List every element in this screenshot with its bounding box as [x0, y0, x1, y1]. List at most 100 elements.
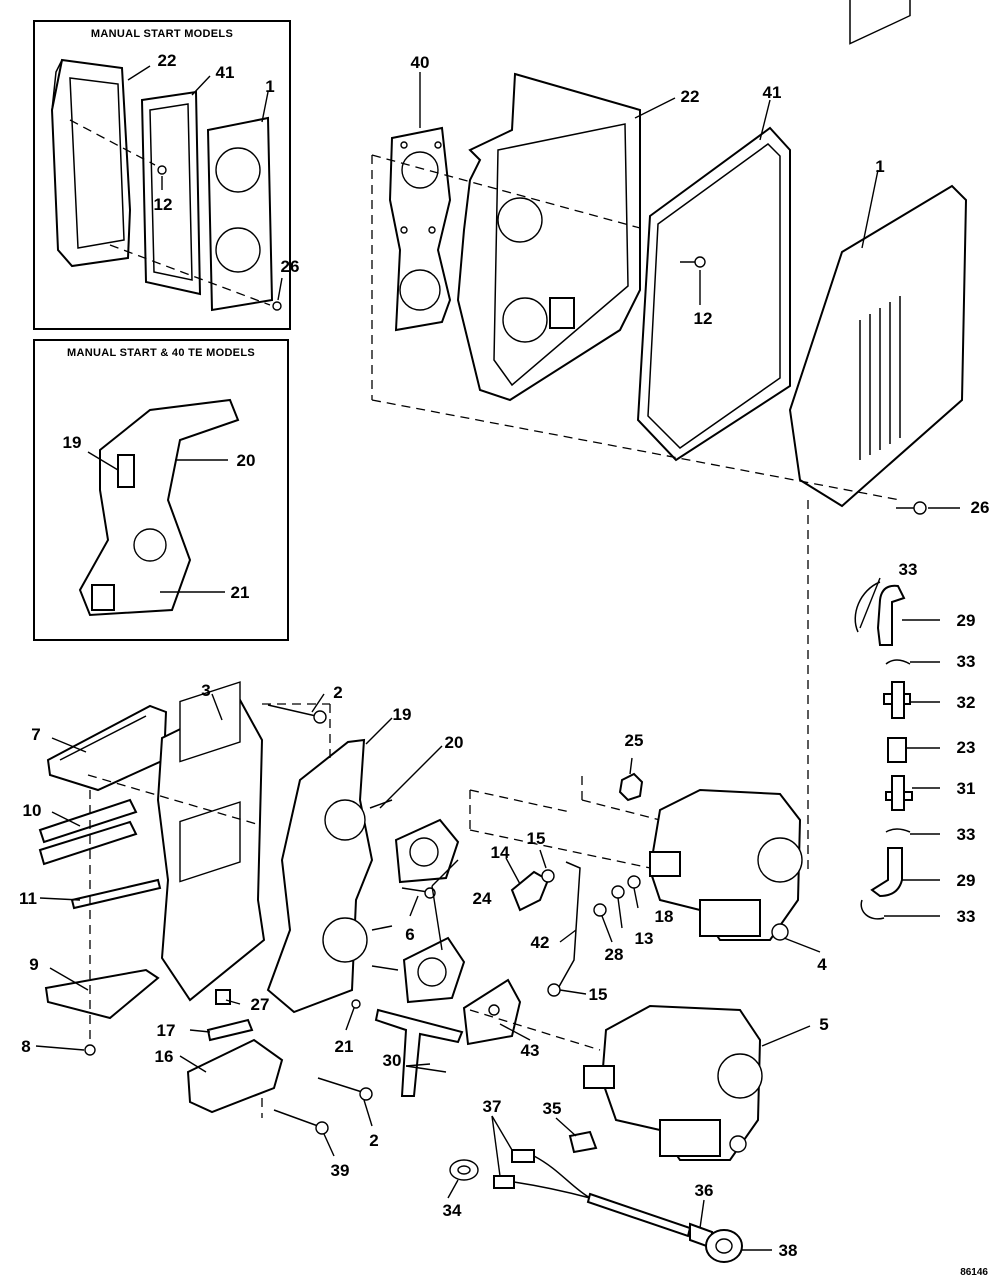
- callout-13: 13: [635, 929, 654, 948]
- nut-25: [618, 772, 644, 802]
- bracket-16: [186, 1038, 284, 1114]
- inset-title: MANUAL START MODELS: [90, 28, 234, 40]
- callout-33: 33: [957, 825, 976, 844]
- callout-40: 40: [411, 53, 430, 72]
- inset1-screw-12: [157, 165, 167, 175]
- linkage-14: [510, 870, 550, 912]
- plug-15a: [541, 869, 555, 883]
- callout-12: 12: [154, 195, 173, 214]
- gasket-43: [462, 978, 522, 1046]
- callout-1: 1: [875, 157, 884, 176]
- callout-28: 28: [605, 945, 624, 964]
- washer-13: [611, 885, 625, 899]
- callout-31: 31: [957, 779, 976, 798]
- callout-41: 41: [763, 83, 782, 102]
- callout-5: 5: [819, 1015, 828, 1034]
- callout-22: 22: [681, 87, 700, 106]
- callout-24: 24: [473, 889, 492, 908]
- reed-petals-10: [38, 798, 138, 866]
- inset1-plate-1: [206, 116, 274, 312]
- callout-1: 1: [265, 77, 274, 96]
- callout-17: 17: [157, 1021, 176, 1040]
- callout-27: 27: [251, 995, 270, 1014]
- inset1-gasket-41: [140, 90, 202, 296]
- inset1-cover-22: [50, 58, 132, 268]
- callout-4: 4: [817, 955, 827, 974]
- screw-12: [680, 256, 706, 268]
- reed-plate-9: [44, 968, 160, 1020]
- callout-20: 20: [237, 451, 256, 470]
- callout-43: 43: [521, 1041, 540, 1060]
- gaskets-24: [394, 818, 466, 1004]
- rod-42: [555, 861, 581, 993]
- callout-37: 37: [483, 1097, 502, 1116]
- diagram-reference-code: 86146: [960, 1267, 988, 1278]
- shim-17: [206, 1018, 254, 1042]
- callout-2: 2: [369, 1131, 378, 1150]
- callout-9: 9: [29, 955, 38, 974]
- terminals-37: [493, 1149, 591, 1199]
- callout-29: 29: [957, 611, 976, 630]
- callout-15: 15: [527, 829, 546, 848]
- screw-2a: [267, 704, 327, 724]
- plug-15b: [547, 983, 561, 997]
- hose-clamps-and-fittings: [854, 581, 913, 920]
- callout-8: 8: [21, 1037, 30, 1056]
- callout-35: 35: [543, 1099, 562, 1118]
- callout-11: 11: [19, 889, 37, 908]
- callout-41: 41: [216, 63, 235, 82]
- callout-25: 25: [625, 731, 644, 750]
- callout-26: 26: [971, 498, 990, 517]
- callout-22: 22: [158, 51, 177, 70]
- callout-33: 33: [957, 907, 976, 926]
- callout-38: 38: [779, 1241, 798, 1260]
- gasket-41: [636, 126, 791, 462]
- callout-39: 39: [331, 1161, 350, 1180]
- gasket-40: [388, 126, 452, 332]
- inset2-bracket-19: [78, 398, 240, 617]
- inset1-screw-26: [272, 301, 282, 311]
- callout-30: 30: [383, 1051, 402, 1070]
- hose-30: [374, 1008, 464, 1097]
- screw-21: [351, 999, 361, 1009]
- intake-bracket-19: [266, 738, 399, 1014]
- callout-18: 18: [655, 907, 674, 926]
- cover-plate-1: [788, 0, 968, 508]
- callout-12: 12: [694, 309, 713, 328]
- callout-3: 3: [201, 681, 210, 700]
- callout-16: 16: [155, 1047, 174, 1066]
- cable-and-primer-36-38: [586, 1192, 743, 1263]
- callout-36: 36: [695, 1181, 714, 1200]
- gasket-3: [156, 681, 266, 1002]
- screw-27: [215, 989, 231, 1005]
- screw-39: [273, 1109, 329, 1135]
- washer-18: [627, 875, 641, 889]
- callout-10: 10: [23, 801, 42, 820]
- inset-title: MANUAL START & 40 TE MODELS: [67, 347, 255, 359]
- callout-19: 19: [393, 705, 412, 724]
- callout-21: 21: [231, 583, 250, 602]
- callout-20: 20: [445, 733, 464, 752]
- carburetor-5: [583, 1004, 763, 1161]
- callout-21: 21: [335, 1037, 354, 1056]
- callout-42: 42: [531, 933, 550, 952]
- callout-19: 19: [63, 433, 82, 452]
- reed-stop-11: [70, 878, 162, 910]
- carburetor-4: [648, 788, 803, 941]
- callout-7: 7: [31, 725, 40, 744]
- screw-8: [84, 1044, 96, 1056]
- callout-34: 34: [443, 1201, 462, 1220]
- nut-34: [449, 1159, 479, 1181]
- callout-23: 23: [957, 738, 976, 757]
- reed-block-7: [46, 704, 168, 792]
- cover-22: [456, 72, 641, 402]
- callout-26: 26: [281, 257, 300, 276]
- callout-29: 29: [957, 871, 976, 890]
- callout-33: 33: [957, 652, 976, 671]
- callout-14: 14: [491, 843, 510, 862]
- screw-26: [896, 501, 927, 515]
- clip-35: [568, 1130, 598, 1154]
- callout-33: 33: [899, 560, 918, 579]
- screw-28: [593, 903, 607, 917]
